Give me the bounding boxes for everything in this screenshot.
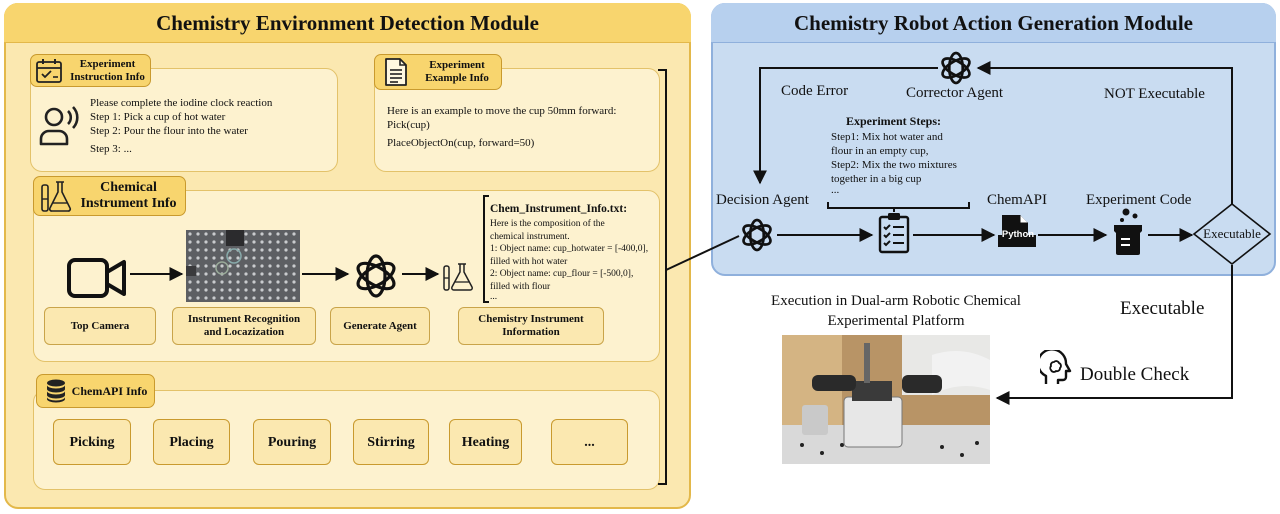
experiment-step-line-3: Step2: Mix the two mixtures <box>831 159 957 171</box>
chemapi-label: ChemAPI <box>987 192 1047 208</box>
not-executable-arrow <box>976 61 1233 204</box>
api-more-button: ... <box>551 419 628 465</box>
action-generation-title: Chemistry Robot Action Generation Module <box>711 3 1276 43</box>
executable-diamond-label: Executable <box>1203 226 1261 241</box>
double-check-label: Double Check <box>1080 364 1190 385</box>
flask-icon <box>443 263 474 291</box>
experiment-step-line-5: ... <box>831 184 840 196</box>
executable-arrow <box>995 265 1233 405</box>
file-bracket <box>483 195 489 303</box>
top-camera-step: Top Camera <box>44 307 156 345</box>
execution-title-line-2: Experimental Platform <box>827 313 965 329</box>
instrument-file-line-5: 2: Object name: cup_flour = [-500,0], <box>490 269 634 279</box>
pegboard-image <box>186 230 300 302</box>
top-camera-photo <box>186 230 300 302</box>
example-line-2: Pick(cup) <box>387 119 430 131</box>
python-file-icon <box>998 215 1036 247</box>
chemapi-tag-label: ChemAPI Info <box>71 383 148 398</box>
person-speaking-icon <box>39 106 79 146</box>
execution-title-line-1: Execution in Dual-arm Robotic Chemical <box>771 293 1021 309</box>
flask-icon <box>41 181 72 212</box>
instrument-file-line-6: filled with flour <box>490 281 551 292</box>
api-placing-button: Placing <box>153 419 230 465</box>
instruction-line-3: Step 2: Pour the flour into the water <box>90 125 248 137</box>
openai-logo-icon <box>941 51 971 85</box>
instruction-line-2: Step 1: Pick a cup of hot water <box>90 111 226 123</box>
robot-platform-image <box>782 335 990 464</box>
instrument-file-line-3: 1: Object name: cup_hotwater = [-400,0], <box>490 244 649 254</box>
instruction-tag-label: Experiment Instruction Info <box>70 57 145 83</box>
database-icon <box>47 379 65 403</box>
code-error-arrow <box>753 67 938 185</box>
example-line-1: Here is an example to move the cup 50mm … <box>387 105 617 117</box>
openai-logo-icon <box>356 254 396 298</box>
python-label: Python <box>1001 229 1035 240</box>
module-link-line <box>665 235 740 271</box>
api-picking-button: Picking <box>53 419 131 465</box>
instrument-file-title: Chem_Instrument_Info.txt: <box>490 203 628 215</box>
example-tag-label: Experiment Example Info <box>425 59 489 84</box>
generate-agent-step: Generate Agent <box>330 307 430 345</box>
code-error-label: Code Error <box>781 83 849 99</box>
openai-logo-icon <box>742 218 772 252</box>
instruction-line-1: Please complete the iodine clock reactio… <box>90 97 273 109</box>
decision-agent-label: Decision Agent <box>716 192 809 208</box>
instrument-file-line-2: chemical instrument. <box>490 231 570 242</box>
document-icon <box>385 58 407 86</box>
robot-platform-photo <box>782 335 990 464</box>
executable-label: Executable <box>1120 298 1205 319</box>
example-line-3: PlaceObjectOn(cup, forward=50) <box>387 137 535 149</box>
api-pouring-button: Pouring <box>253 419 331 465</box>
not-executable-label: NOT Executable <box>1104 86 1205 102</box>
instruction-line-4: Step 3: ... <box>90 143 132 155</box>
experiment-code-label: Experiment Code <box>1086 192 1192 208</box>
calendar-icon <box>36 59 62 83</box>
environment-detection-title: Chemistry Environment Detection Module <box>4 3 691 43</box>
corrector-agent-label: Corrector Agent <box>906 85 1004 101</box>
api-heating-button: Heating <box>449 419 522 465</box>
steps-bracket <box>827 202 970 209</box>
instrument-recognition-step: Instrument Recognition and Locazization <box>172 307 316 345</box>
experiment-steps-title: Experiment Steps: <box>846 114 941 128</box>
executable-decision-diamond <box>1192 203 1272 265</box>
left-module-bracket <box>658 69 667 485</box>
instrument-file-line-1: Here is the composition of the <box>490 219 605 229</box>
clipboard-checklist-icon <box>878 213 910 254</box>
instrument-file-line-4: filled with hot water <box>490 256 568 267</box>
api-stirring-button: Stirring <box>353 419 429 465</box>
experiment-step-line-1: Step1: Mix hot water and <box>831 131 943 143</box>
head-brain-icon <box>1040 350 1072 384</box>
experiment-step-line-2: flour in an empty cup, <box>831 145 929 157</box>
instrument-tag-label: Chemical Instrument Info <box>80 180 177 211</box>
experiment-step-line-4: together in a big cup <box>831 173 922 185</box>
video-camera-icon <box>67 258 126 298</box>
instrument-information-step: Chemistry Instrument Information <box>458 307 604 345</box>
beaker-icon <box>1114 208 1142 255</box>
instrument-file-line-7: ... <box>490 292 498 302</box>
